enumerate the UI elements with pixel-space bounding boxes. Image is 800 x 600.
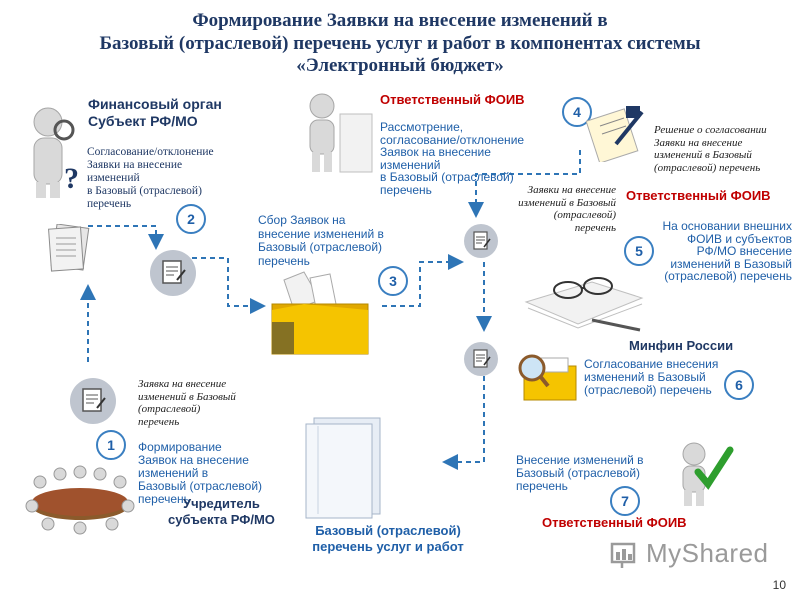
requests-l2: изменений в Базовый xyxy=(518,196,616,209)
fin-organ-line-2: Субъект РФ/МО xyxy=(88,113,198,129)
step-3-badge: 3 xyxy=(378,266,408,296)
base-list-l2: перечень услуг и работ xyxy=(312,539,464,554)
minfin-title: Минфин России xyxy=(629,338,734,353)
fin-organ-line-1: Финансовый орган xyxy=(88,96,222,112)
foiv-top-l2: согласование/отклонение xyxy=(380,132,525,147)
checkmark-figure-icon xyxy=(668,438,734,508)
decision-l2: Заявки на внесение xyxy=(654,136,743,149)
founder-l2: субъекта РФ/МО xyxy=(168,512,275,527)
foiv-right-l3: РФ/МО внесение xyxy=(696,244,792,258)
minfin-l2: изменений в Базовый xyxy=(584,370,706,384)
foiv-right-l5: (отраслевой) перечень xyxy=(664,269,792,283)
base-list-label: Базовый (отраслевой) перечень услуг и ра… xyxy=(288,523,488,555)
foiv-bottom-title: Ответственный ФОИВ xyxy=(542,515,687,530)
base-list-l1: Базовый (отраслевой) xyxy=(315,523,461,538)
requests-l3: (отраслевой) xyxy=(553,209,616,221)
arrow-2-to-folder xyxy=(192,257,266,314)
collect-text: Сбор Заявок на внесение изменений в Базо… xyxy=(258,213,384,268)
decision-text: Решение о согласовании Заявки на внесени… xyxy=(654,124,767,174)
foiv-top-title: Ответственный ФОИВ xyxy=(380,92,525,107)
arrow-docs-to-2 xyxy=(88,225,164,250)
foiv-right-l2: ФОИВ и субъектов xyxy=(686,231,792,246)
thinking-figure-icon: ? xyxy=(20,100,82,200)
magnifier-folder-icon xyxy=(514,348,580,404)
agree-1-l2: Заявки на внесение xyxy=(87,159,183,171)
request-left-l4: перечень xyxy=(138,415,180,428)
request-left-l2: изменений в Базовый xyxy=(138,390,236,403)
minfin-l3: (отраслевой) перечень xyxy=(584,383,712,397)
step-6-badge: 6 xyxy=(724,370,754,400)
foiv-right-text: На основании внешних ФОИВ и субъектов РФ… xyxy=(626,220,792,283)
request-left-l1: Заявка на внесение xyxy=(138,378,227,390)
decision-l1: Решение о согласовании xyxy=(654,124,767,136)
form-l4: Базовый (отраслевой) xyxy=(138,479,263,493)
step-1-badge: 1 xyxy=(96,430,126,460)
presenter-figure-icon xyxy=(300,92,374,178)
arrow-4-down xyxy=(468,150,581,218)
foiv-top-l1: Рассмотрение, xyxy=(380,120,464,134)
foiv-top-l5: в Базовый (отраслевой) xyxy=(380,170,514,184)
minfin-l1: Согласование внесения xyxy=(584,357,719,371)
agree-1-l5: перечень xyxy=(87,198,132,210)
form-l1: Формирование xyxy=(138,440,222,454)
step-5-badge: 5 xyxy=(624,236,654,266)
meeting-table-icon xyxy=(18,460,144,538)
collect-l4: перечень xyxy=(258,253,310,268)
title-line-2: Базовый (отраслевой) перечень услуг и ра… xyxy=(99,33,701,54)
changes-text: Внесение изменений в Базовый (отраслевой… xyxy=(516,454,644,493)
watermark-logo-icon xyxy=(610,540,640,570)
foiv-right-title: Ответственный ФОИВ xyxy=(626,188,771,203)
requests-l1: Заявки на внесение xyxy=(527,184,616,196)
foiv-right-l1: На основании внешних xyxy=(662,219,792,233)
changes-l3: перечень xyxy=(516,479,568,493)
agree-1-text: Согласование/отклонение Заявки на внесен… xyxy=(87,146,214,211)
glasses-papers-icon xyxy=(522,262,646,334)
signing-documents-icon xyxy=(586,104,648,162)
founder-label: Учредитель субъекта РФ/МО xyxy=(168,496,275,528)
decision-l4: (отраслевой) перечень xyxy=(654,161,761,174)
step-7-badge: 7 xyxy=(610,486,640,516)
documents-stack-icon xyxy=(44,224,92,274)
agree-1-l4: в Базовый (отраслевой) xyxy=(87,185,202,197)
foiv-top-text: Рассмотрение, согласование/отклонение За… xyxy=(380,121,524,196)
page-number: 10 xyxy=(772,578,786,592)
request-doc-icon xyxy=(464,224,498,258)
requests-text: Заявки на внесение изменений в Базовый (… xyxy=(498,184,616,234)
title-line-1: Формирование Заявки на внесение изменени… xyxy=(192,10,608,31)
agree-1-l3: изменений xyxy=(87,172,140,184)
collect-l3: Базовый (отраслевой) xyxy=(258,240,383,254)
arrow-to-changes xyxy=(442,376,485,470)
form-l2: Заявок на внесение xyxy=(138,453,249,467)
foiv-top-l4: изменений xyxy=(380,157,441,172)
form-doc-icon-2 xyxy=(150,250,196,296)
arrow-folder-to-foiv xyxy=(382,254,464,307)
foiv-top-l6: перечень xyxy=(380,182,432,197)
base-list-book-icon xyxy=(300,414,386,520)
requests-l4: перечень xyxy=(574,221,616,234)
minfin-doc-icon xyxy=(464,342,498,376)
step-2-badge: 2 xyxy=(176,204,206,234)
form-l3: изменений в xyxy=(138,466,209,480)
form-text: Формирование Заявок на внесение изменени… xyxy=(138,441,262,506)
agree-1-l1: Согласование/отклонение xyxy=(87,146,214,158)
founder-l1: Учредитель xyxy=(182,496,260,511)
question-mark-icon: ? xyxy=(64,162,79,195)
watermark-text: MyShared xyxy=(646,538,769,568)
collect-l1: Сбор Заявок на xyxy=(258,213,346,227)
foiv-top-l3: Заявок на внесение xyxy=(380,145,491,159)
fin-organ-label: Финансовый орган Субъект РФ/МО xyxy=(88,96,222,130)
foiv-right-l4: изменений в Базовый xyxy=(670,256,792,271)
changes-l1: Внесение изменений в xyxy=(516,453,644,467)
folder-icon xyxy=(264,270,376,362)
request-left-doc-icon xyxy=(70,378,116,424)
request-left-l3: (отраслевой) xyxy=(138,403,201,415)
minfin-text: Согласование внесения изменений в Базовы… xyxy=(584,358,718,397)
collect-l2: внесение изменений в xyxy=(258,226,384,241)
decision-l3: изменений в Базовый xyxy=(654,149,752,161)
request-left-text: Заявка на внесение изменений в Базовый (… xyxy=(138,378,236,428)
form-l5: перечень xyxy=(138,492,190,506)
title-line-3: «Электронный бюджет» xyxy=(296,55,504,76)
changes-l2: Базовый (отраслевой) xyxy=(516,466,641,480)
